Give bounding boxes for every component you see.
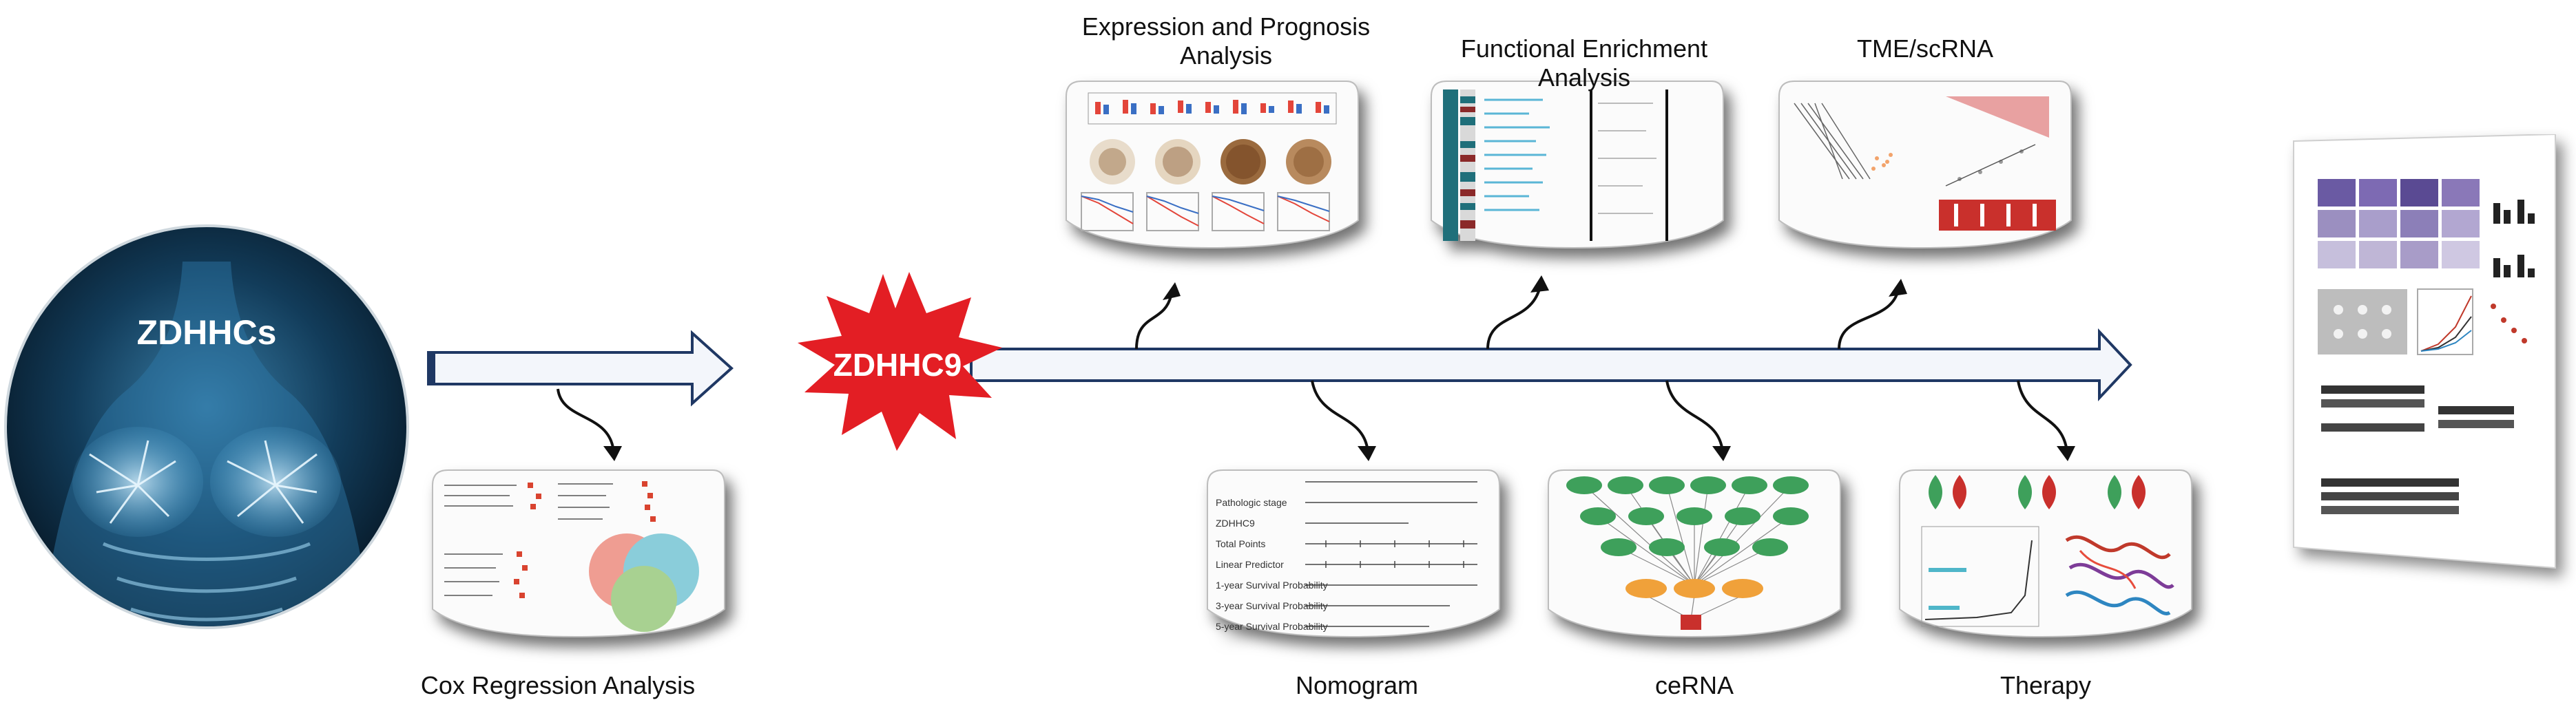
nomogram-row-label: Pathologic stage (1216, 497, 1287, 508)
nomogram-scales (1305, 481, 1477, 627)
tme-red-blocks (1939, 200, 2056, 231)
panel-cox (432, 469, 725, 638)
dot-plot (2491, 304, 2527, 343)
nomogram-ticks (1325, 540, 1464, 568)
enrichment-heatmap (1443, 89, 1475, 241)
zdhhc9-burst (798, 272, 1002, 451)
connector-tme (1838, 292, 1899, 350)
panel-cerna (1548, 469, 1841, 638)
western-blots (2321, 385, 2514, 514)
connector-enrichment (1486, 288, 1541, 350)
growth-curves (2417, 288, 2473, 355)
tme-lines (1794, 103, 1871, 180)
ihc-images (1090, 139, 1331, 184)
panel-enrichment (1431, 81, 1724, 249)
tme-scatter (1871, 153, 1893, 171)
long-arrow (970, 328, 2132, 402)
panel-therapy (1899, 469, 2192, 638)
panel-tme (1778, 81, 2072, 249)
protein-structure (2065, 535, 2174, 615)
colony-plate (2318, 289, 2407, 354)
connector-nomogram (1311, 380, 1369, 448)
bar-charts (2493, 200, 2535, 277)
nomogram-row-label: 3-year Survival Probability (1216, 600, 1328, 611)
nomogram-row-label: Total Points (1216, 538, 1265, 549)
boxplot-strip (1088, 92, 1337, 125)
tme-triangle-heatmap (1946, 96, 2049, 138)
panel-expression (1066, 81, 1359, 249)
transwell-images (2318, 179, 2480, 268)
nomogram-row-label: 1-year Survival Probability (1216, 580, 1328, 591)
label-cox: Cox Regression Analysis (420, 671, 696, 699)
nomogram-row-label: 5-year Survival Probability (1216, 621, 1328, 632)
label-nomogram: Nomogram (1295, 671, 1419, 699)
nomogram-row-label: ZDHHC9 (1216, 518, 1255, 529)
circle-label: ZDHHCs (137, 313, 277, 352)
mrna-node (1681, 615, 1701, 630)
venn-diagram (589, 533, 699, 632)
burst-label: ZDHHC9 (833, 347, 962, 383)
cerna-edges (1583, 485, 1791, 620)
panel-nomogram: Pathologic stage ZDHHC9 Total Points Lin… (1207, 469, 1500, 638)
connector-cerna (1665, 380, 1723, 448)
label-tme: TME/scRNA (1857, 34, 1993, 63)
lncrna-nodes (1625, 579, 1763, 598)
enrichment-terms (1484, 98, 1550, 211)
connector-therapy (2017, 380, 2068, 448)
mirna-nodes (1566, 476, 1809, 556)
forest-plot (444, 483, 613, 596)
km-curves (1081, 192, 1330, 231)
validation-figure-page (2293, 134, 2556, 569)
violin-plots (1929, 475, 2146, 509)
label-enrichment: Functional Enrichment Analysis (1460, 34, 1708, 92)
label-expression: Expression and Prognosis Analysis (1081, 12, 1371, 70)
connector-cox (557, 388, 614, 448)
nomogram-row-label: Linear Predictor (1216, 559, 1284, 570)
label-cerna: ceRNA (1654, 671, 1734, 699)
connector-expression (1135, 295, 1172, 350)
label-therapy: Therapy (1999, 671, 2092, 699)
drug-ranking (1921, 526, 2039, 627)
arrow-tail-bar (428, 352, 435, 384)
short-arrow (427, 330, 734, 407)
body-scan-circle: ZDHHCs (4, 224, 409, 629)
